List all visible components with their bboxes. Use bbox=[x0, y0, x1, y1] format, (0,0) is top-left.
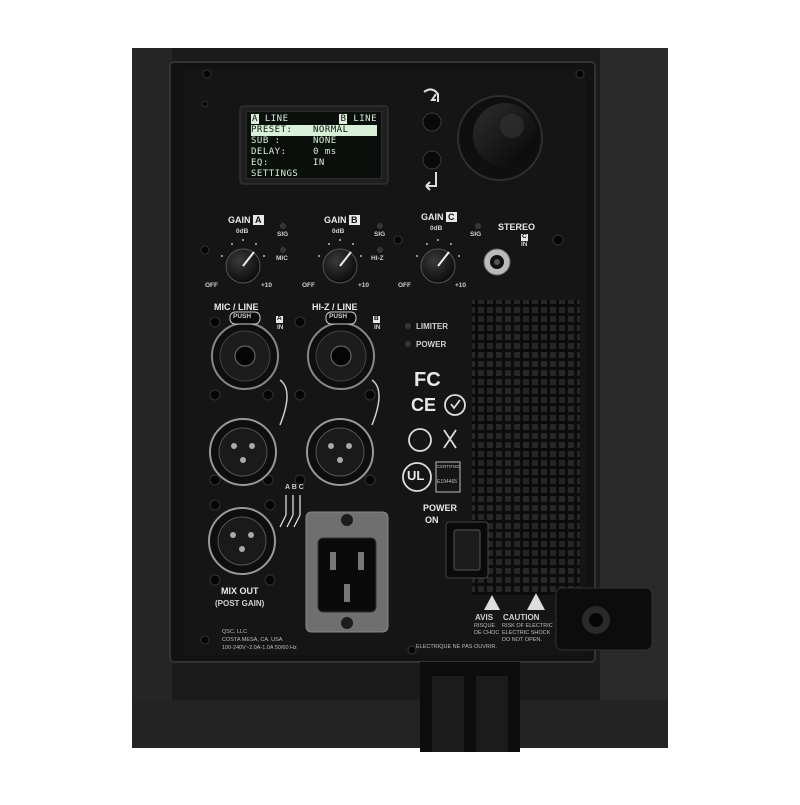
vent-grill bbox=[472, 300, 580, 595]
avis-title: AVIS bbox=[475, 613, 494, 622]
caution-warning-icon bbox=[527, 593, 545, 610]
gain-b-led-hiz: HI-Z bbox=[371, 255, 384, 262]
status-leds bbox=[280, 223, 481, 347]
input-b-label: HI-Z / LINE bbox=[312, 302, 358, 312]
gain-b-led-sig: SIG bbox=[374, 231, 386, 238]
ul-mark: UL bbox=[407, 468, 425, 483]
gain-b-title: GAIN B bbox=[324, 215, 360, 225]
back-arrow-icon bbox=[423, 88, 439, 102]
input-a-push: PUSH bbox=[233, 313, 252, 320]
maker-line: QSC, LLC bbox=[222, 629, 248, 635]
input-b-tag: B bbox=[373, 315, 380, 323]
lcd-header-b-tag: B bbox=[339, 114, 348, 124]
mix-out-abc: A B C bbox=[285, 484, 304, 491]
gain-a-max: +10 bbox=[261, 282, 273, 289]
gain-c-led-sig: SIG bbox=[470, 231, 482, 238]
back-button bbox=[422, 112, 442, 132]
lcd-row-value: NONE bbox=[313, 136, 337, 146]
avis-text-line: DE CHOC bbox=[474, 630, 500, 636]
enter-arrow-icon bbox=[425, 172, 437, 191]
gain-b-off: OFF bbox=[302, 282, 315, 289]
gain-a-led-sig: SIG bbox=[277, 231, 289, 238]
stereo-tag-c: C bbox=[521, 233, 528, 241]
lcd-row-value: NORMAL bbox=[313, 125, 349, 135]
avis-text-line: RISQUE bbox=[474, 623, 496, 629]
lcd-row-value: IN bbox=[313, 158, 325, 168]
limiter-label: LIMITER bbox=[416, 322, 448, 331]
lcd-header-a: LINE bbox=[264, 114, 289, 124]
lcd-row-key: SUB : bbox=[251, 136, 281, 146]
lcd-row-key: PRESET: bbox=[251, 125, 293, 135]
stereo-tag-in: IN bbox=[521, 241, 528, 248]
maker-line: COSTA MESA, CA. USA bbox=[222, 637, 283, 643]
mix-out-label: MIX OUT bbox=[221, 586, 259, 596]
gain-b-max: +10 bbox=[358, 282, 370, 289]
ce-mark: CE bbox=[411, 395, 437, 415]
lcd-row: DELAY: 0 ms bbox=[251, 147, 377, 158]
input-a-tag: A bbox=[276, 315, 283, 323]
panel-screws bbox=[200, 69, 585, 655]
lcd-row-value: 0 ms bbox=[313, 147, 337, 157]
avis-warning-icon bbox=[484, 595, 500, 610]
enter-button bbox=[422, 150, 442, 170]
gain-c-zero: 0dB bbox=[430, 225, 443, 232]
gain-a-led-mic: MIC bbox=[276, 255, 288, 262]
combo-jacks bbox=[211, 311, 375, 390]
power-switch-label: POWER bbox=[423, 503, 458, 513]
input-a-in: IN bbox=[277, 324, 284, 331]
power-led-label: POWER bbox=[416, 340, 447, 349]
lcd-row-key: DELAY: bbox=[251, 147, 287, 157]
lcd-row-key: SETTINGS bbox=[251, 169, 299, 179]
ul-certified: CERTIFIED bbox=[437, 464, 461, 469]
lcd-header-b: LINE bbox=[353, 114, 377, 124]
fc-mark: FC bbox=[414, 369, 441, 391]
ul-number: E194465 bbox=[437, 479, 458, 485]
mix-out-jack bbox=[208, 507, 276, 575]
lcd-row: EQ: IN bbox=[251, 158, 377, 169]
input-b-in: IN bbox=[374, 324, 381, 331]
gain-c-off: OFF bbox=[398, 282, 411, 289]
mix-out-post-gain: (POST GAIN) bbox=[215, 599, 265, 608]
gain-a-off: OFF bbox=[205, 282, 218, 289]
maker-line: 100-240V~2.0A-1.0A 50/60 Hz bbox=[222, 645, 297, 651]
gain-a-zero: 0dB bbox=[236, 228, 249, 235]
lcd-row: SUB : NONE bbox=[251, 136, 377, 147]
input-a-label: MIC / LINE bbox=[214, 302, 259, 312]
input-b-push: PUSH bbox=[329, 313, 348, 320]
stereo-label: STEREO bbox=[498, 222, 536, 232]
xlr-thru-jacks bbox=[209, 418, 374, 486]
gain-a-title: GAIN A bbox=[228, 215, 264, 225]
lcd-row: PRESET: NORMAL bbox=[251, 125, 377, 136]
lcd-header-a-tag: A bbox=[251, 114, 259, 124]
caution-title: CAUTION bbox=[503, 613, 540, 622]
caution-text-line: DO NOT OPEN. bbox=[502, 637, 542, 643]
gain-b-zero: 0dB bbox=[332, 228, 345, 235]
gain-c-max: +10 bbox=[455, 282, 467, 289]
lcd-row-key: EQ: bbox=[251, 158, 269, 168]
gain-c-title: GAIN C bbox=[421, 212, 457, 222]
warning-bottom-text: ELECTRIQUE NE PAS OUVRIR. bbox=[416, 644, 497, 650]
lcd-row: SETTINGS bbox=[251, 169, 377, 180]
gain-knobs bbox=[225, 248, 456, 284]
lcd-display: A LINE B LINE PRESET: NORMAL SUB : NONE DE… bbox=[246, 111, 382, 179]
caution-text-line: RISK OF ELECTRIC bbox=[502, 623, 553, 629]
certification-marks bbox=[402, 394, 466, 492]
caution-text-line: ELECTRIC SHOCK bbox=[502, 630, 551, 636]
lcd-header: A LINE B LINE bbox=[251, 114, 377, 125]
power-switch-on: ON bbox=[425, 515, 439, 525]
